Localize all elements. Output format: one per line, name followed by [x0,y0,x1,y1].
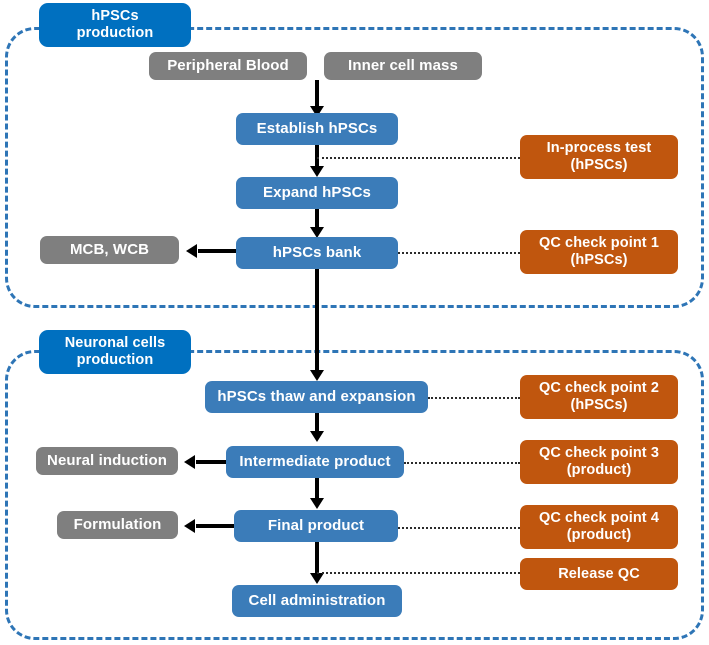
node-qc-check-point-3[interactable]: QC check point 3 (product) [520,440,678,484]
arrowhead-thaw-to-intermediate [310,431,324,442]
group-container-hpscs-production [5,27,704,308]
stage-label-hpscs-production-line2: production [76,25,154,41]
arrowhead-expand-to-bank [310,227,324,238]
node-in-process-test-line1: In-process test [546,140,652,157]
node-qc-check-point-3-line1: QC check point 3 [538,445,660,462]
node-qc-check-point-2[interactable]: QC check point 2 (hPSCs) [520,375,678,419]
qc-link-release-qc [317,572,520,574]
connector-intermediate-to-final [315,477,319,501]
node-establish-hpscs[interactable]: Establish hPSCs [236,113,398,145]
node-in-process-test-line2: (hPSCs) [570,157,628,173]
node-expand-hpscs[interactable]: Expand hPSCs [236,177,398,209]
connector-bank-to-mcbwcb [198,249,238,253]
node-qc-check-point-2-line2: (hPSCs) [570,397,628,413]
node-qc-check-point-4-line2: (product) [566,527,632,543]
node-qc-check-point-4-line1: QC check point 4 [538,510,660,527]
node-qc-check-point-1-line2: (hPSCs) [570,252,628,268]
node-qc-check-point-1[interactable]: QC check point 1 (hPSCs) [520,230,678,274]
connector-final-to-formulation [196,524,234,528]
node-release-qc[interactable]: Release QC [520,558,678,590]
node-qc-check-point-2-line1: QC check point 2 [538,380,660,397]
qc-link-qc-check-point-2 [428,397,520,399]
node-hpscs-thaw-and-expansion[interactable]: hPSCs thaw and expansion [205,381,428,413]
node-cell-administration[interactable]: Cell administration [232,585,402,617]
node-release-qc-label: Release QC [558,565,640,582]
stage-label-hpscs-production-line1: hPSCs [91,8,139,25]
group-container-neuronal-cells-production [5,350,704,640]
connector-expand-to-bank [315,208,319,230]
node-neural-induction[interactable]: Neural induction [36,447,178,475]
node-qc-check-point-1-line1: QC check point 1 [538,235,660,252]
connector-final-to-cell-administration [315,541,319,577]
node-intermediate-product[interactable]: Intermediate product [226,446,404,478]
connector-thaw-to-intermediate [315,413,319,434]
arrowhead-intermediate-to-final [310,498,324,509]
arrowhead-source-to-establish [310,106,324,117]
arrowhead-bank-to-thaw [310,370,324,381]
arrowhead-final-to-formulation [184,519,195,533]
stage-label-neuronal-cells-production-line2: production [76,352,154,368]
node-qc-check-point-3-line2: (product) [566,462,632,478]
node-inner-cell-mass[interactable]: Inner cell mass [324,52,482,80]
arrowhead-intermediate-to-neural-induction [184,455,195,469]
connector-intermediate-to-neural-induction [196,460,226,464]
arrowhead-final-to-cell-administration [310,573,324,584]
qc-link-qc-check-point-1 [398,252,520,254]
qc-link-qc-check-point-3 [404,462,520,464]
node-final-product[interactable]: Final product [234,510,398,542]
qc-link-qc-check-point-4 [398,527,520,529]
stage-label-neuronal-cells-production[interactable]: Neuronal cells production [39,330,191,374]
connector-bank-to-thaw [315,268,319,371]
node-peripheral-blood[interactable]: Peripheral Blood [149,52,307,80]
node-qc-check-point-4[interactable]: QC check point 4 (product) [520,505,678,549]
stage-label-neuronal-cells-production-line1: Neuronal cells [64,335,166,352]
qc-link-in-process-test [317,157,520,159]
node-hpscs-bank[interactable]: hPSCs bank [236,237,398,269]
arrowhead-establish-to-expand [310,166,324,177]
arrowhead-bank-to-mcbwcb [186,244,197,258]
node-formulation[interactable]: Formulation [57,511,178,539]
connector-source-to-establish [315,80,319,111]
stage-label-hpscs-production[interactable]: hPSCs production [39,3,191,47]
node-in-process-test[interactable]: In-process test (hPSCs) [520,135,678,179]
node-mcb-wcb[interactable]: MCB, WCB [40,236,179,264]
